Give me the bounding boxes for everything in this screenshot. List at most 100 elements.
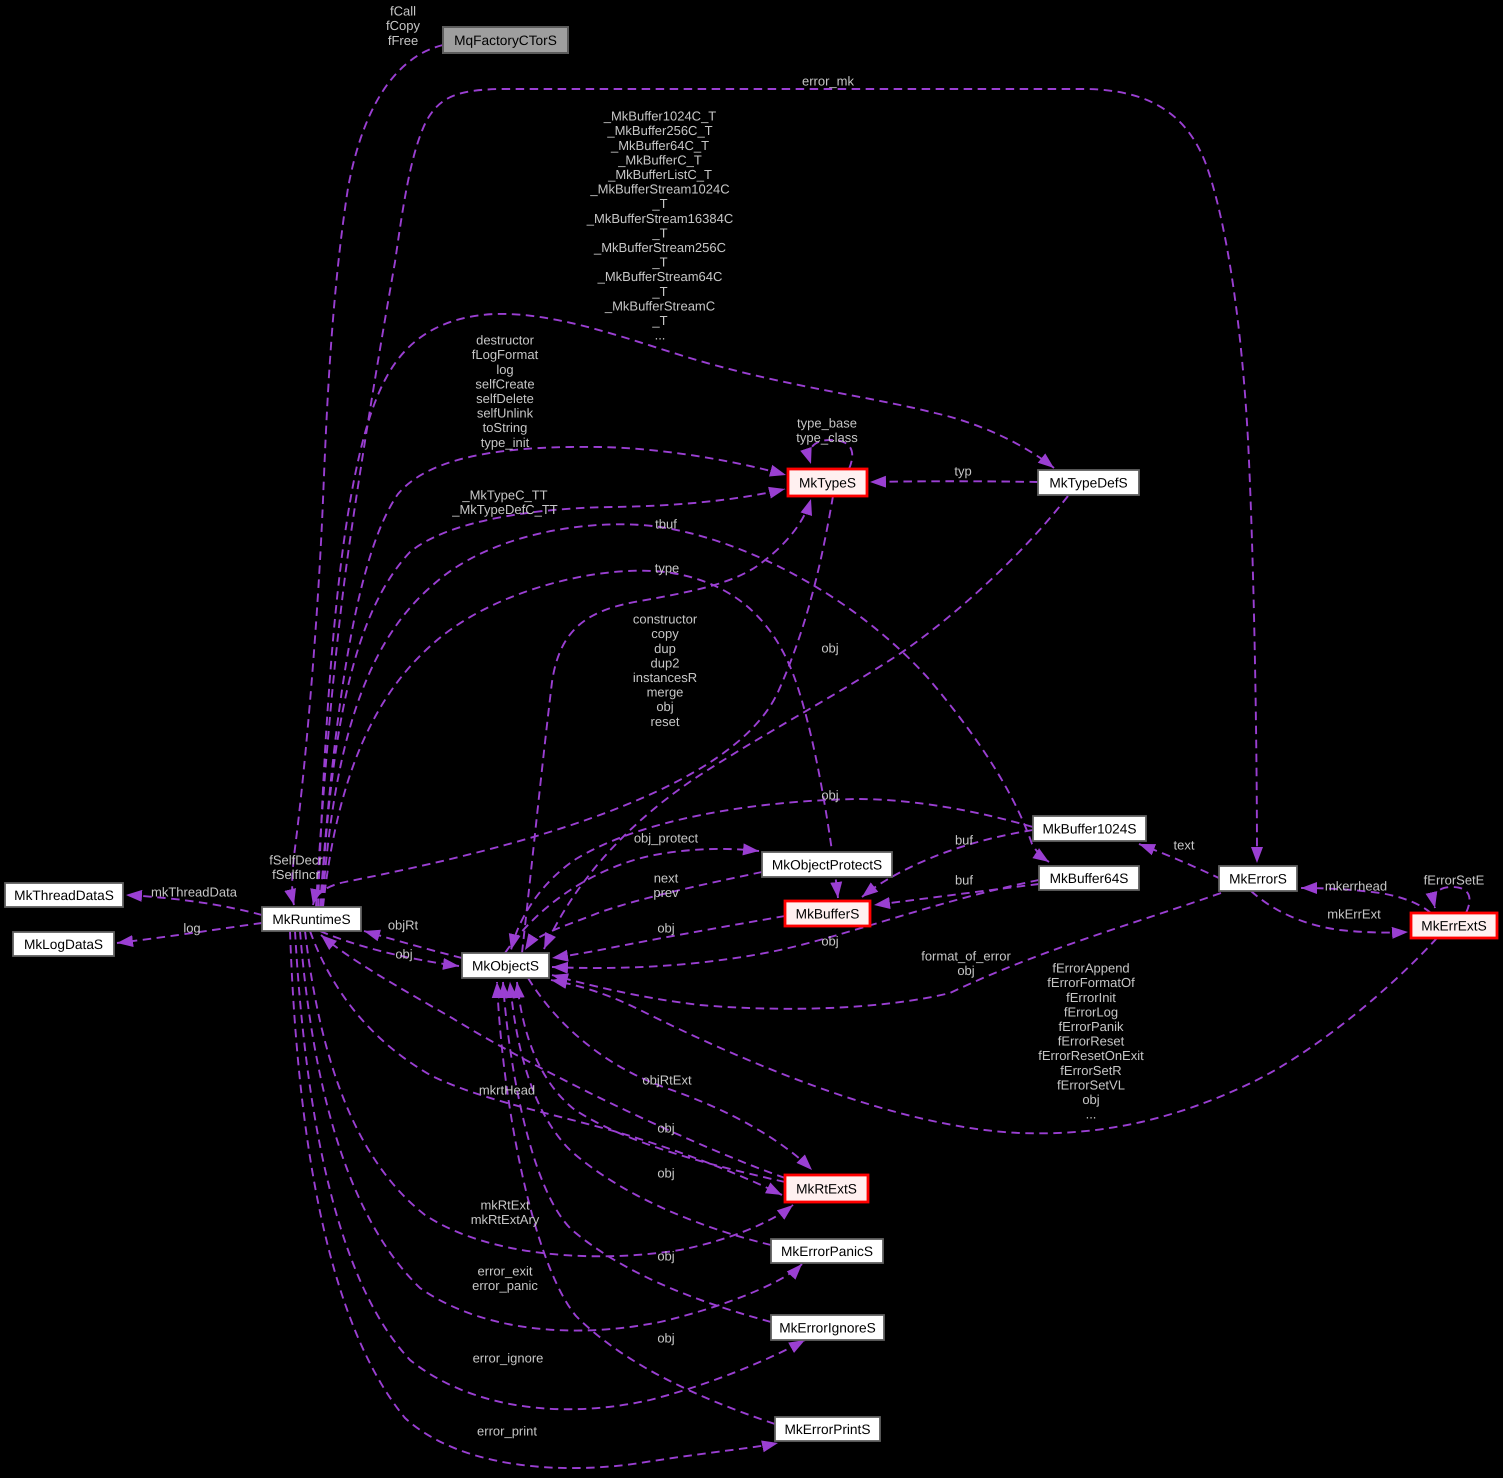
svg-text:buf: buf [955,873,973,888]
svg-text:toString: toString [483,420,528,435]
svg-text:fErrorSetE: fErrorSetE [1424,873,1485,888]
svg-text:MkThreadDataS: MkThreadDataS [14,888,114,903]
svg-text:mkrtHead: mkrtHead [479,1083,535,1098]
svg-text:_T: _T [651,313,667,328]
svg-text:MkErrorS: MkErrorS [1229,872,1287,887]
svg-text:MkObjectProtectS: MkObjectProtectS [772,858,882,873]
svg-text:mkRtExtAry: mkRtExtAry [471,1212,540,1227]
svg-text:error_mk: error_mk [802,74,855,89]
svg-text:_T: _T [651,196,667,211]
svg-text:_T: _T [651,284,667,299]
svg-text:_MkBufferC_T: _MkBufferC_T [617,152,702,167]
svg-text:next: next [654,871,679,886]
svg-text:typ: typ [954,464,971,479]
svg-text:MkObjectS: MkObjectS [472,959,539,974]
svg-text:_MkBuffer1024C_T: _MkBuffer1024C_T [603,109,717,124]
svg-text:obj: obj [1082,1092,1099,1107]
svg-text:buf: buf [955,833,973,848]
svg-text:instancesR: instancesR [633,670,697,685]
svg-text:merge: merge [647,685,684,700]
svg-text:fErrorAppend: fErrorAppend [1052,961,1129,976]
svg-text:fErrorFormatOf: fErrorFormatOf [1047,975,1135,990]
svg-text:log: log [183,921,200,936]
svg-text:fErrorLog: fErrorLog [1064,1004,1118,1019]
svg-text:obj: obj [821,641,838,656]
svg-text:fSelfDecr: fSelfDecr [269,853,323,868]
svg-text:reset: reset [651,714,680,729]
svg-text:_MkBufferStreamC: _MkBufferStreamC [604,298,715,313]
svg-text:obj: obj [957,963,974,978]
svg-text:format_of_error: format_of_error [921,949,1011,964]
svg-text:error_exit: error_exit [478,1264,533,1279]
svg-text:dup: dup [654,641,676,656]
svg-text:error_panic: error_panic [472,1278,538,1293]
svg-text:obj: obj [657,921,674,936]
svg-text:obj: obj [821,934,838,949]
svg-text:obj_protect: obj_protect [634,831,699,846]
svg-text:destructor: destructor [476,333,534,348]
svg-text:fLogFormat: fLogFormat [472,347,539,362]
svg-text:_T: _T [651,255,667,270]
svg-text:mkErrExt: mkErrExt [1327,907,1381,922]
svg-text:log: log [496,362,513,377]
svg-text:_MkBufferStream16384C: _MkBufferStream16384C [586,211,733,226]
svg-text:selfDelete: selfDelete [476,391,534,406]
svg-text:MkBuffer64S: MkBuffer64S [1050,871,1129,886]
svg-text:obj: obj [657,1166,674,1181]
svg-text:error_print: error_print [477,1424,537,1439]
svg-text:dup2: dup2 [651,655,680,670]
svg-text:text: text [1174,838,1195,853]
svg-text:obj: obj [657,1331,674,1346]
svg-text:MkErrorPrintS: MkErrorPrintS [785,1422,871,1437]
svg-text:mkThreadData: mkThreadData [151,885,238,900]
svg-text:type_class: type_class [796,430,858,445]
svg-text:MkTypeS: MkTypeS [799,476,856,491]
svg-text:fErrorResetOnExit: fErrorResetOnExit [1038,1048,1144,1063]
svg-text:_MkBufferStream64C: _MkBufferStream64C [597,269,723,284]
svg-text:...: ... [1086,1107,1097,1122]
svg-text:MqFactoryCTorS: MqFactoryCTorS [454,33,557,48]
svg-text:fErrorPanik: fErrorPanik [1058,1019,1124,1034]
svg-text:fErrorReset: fErrorReset [1058,1034,1125,1049]
svg-text:MkErrorIgnoreS: MkErrorIgnoreS [779,1321,876,1336]
svg-text:_T: _T [651,225,667,240]
svg-text:mkerrhead: mkerrhead [1325,879,1387,894]
svg-text:_MkBufferStream1024C: _MkBufferStream1024C [589,182,729,197]
svg-text:_MkTypeC_TT: _MkTypeC_TT [461,488,547,503]
svg-text:selfCreate: selfCreate [475,376,534,391]
svg-text:tbuf: tbuf [655,517,677,532]
svg-text:type_init: type_init [481,435,530,450]
svg-text:error_ignore: error_ignore [473,1351,544,1366]
svg-text:fFree: fFree [388,33,418,48]
svg-text:type_base: type_base [797,416,857,431]
svg-text:_MkBufferListC_T: _MkBufferListC_T [607,167,712,182]
svg-text:MkBuffer1024S: MkBuffer1024S [1042,822,1136,837]
svg-text:_MkBuffer256C_T: _MkBuffer256C_T [606,123,712,138]
svg-text:MkRuntimeS: MkRuntimeS [272,912,350,927]
svg-text:MkRtExtS: MkRtExtS [796,1182,857,1197]
svg-text:fErrorSetVL: fErrorSetVL [1057,1077,1125,1092]
svg-text:objRt: objRt [388,918,419,933]
svg-text:copy: copy [651,626,679,641]
svg-text:obj: obj [657,1249,674,1264]
svg-text:fErrorSetR: fErrorSetR [1060,1063,1121,1078]
svg-text:MkBufferS: MkBufferS [796,907,860,922]
svg-text:fCopy: fCopy [386,18,420,33]
svg-text:selfUnlink: selfUnlink [477,406,534,421]
svg-text:prev: prev [653,885,679,900]
svg-text:_MkBuffer64C_T: _MkBuffer64C_T [610,138,709,153]
svg-text:fCall: fCall [390,4,416,19]
svg-text:fSelfIncr: fSelfIncr [272,867,320,882]
svg-text:obj: obj [821,788,838,803]
svg-text:MkLogDataS: MkLogDataS [24,937,103,952]
svg-text:constructor: constructor [633,612,698,627]
svg-text:obj: obj [395,947,412,962]
svg-text:MkErrorPanicS: MkErrorPanicS [781,1244,873,1259]
svg-text:objRtExt: objRtExt [642,1073,692,1088]
svg-text:type: type [655,561,680,576]
svg-text:mkRtExt: mkRtExt [480,1198,530,1213]
svg-text:fErrorInit: fErrorInit [1066,990,1116,1005]
svg-text:_MkTypeDefC_TT: _MkTypeDefC_TT [451,502,558,517]
svg-text:_MkBufferStream256C: _MkBufferStream256C [593,240,726,255]
svg-text:MkTypeDefS: MkTypeDefS [1049,476,1127,491]
